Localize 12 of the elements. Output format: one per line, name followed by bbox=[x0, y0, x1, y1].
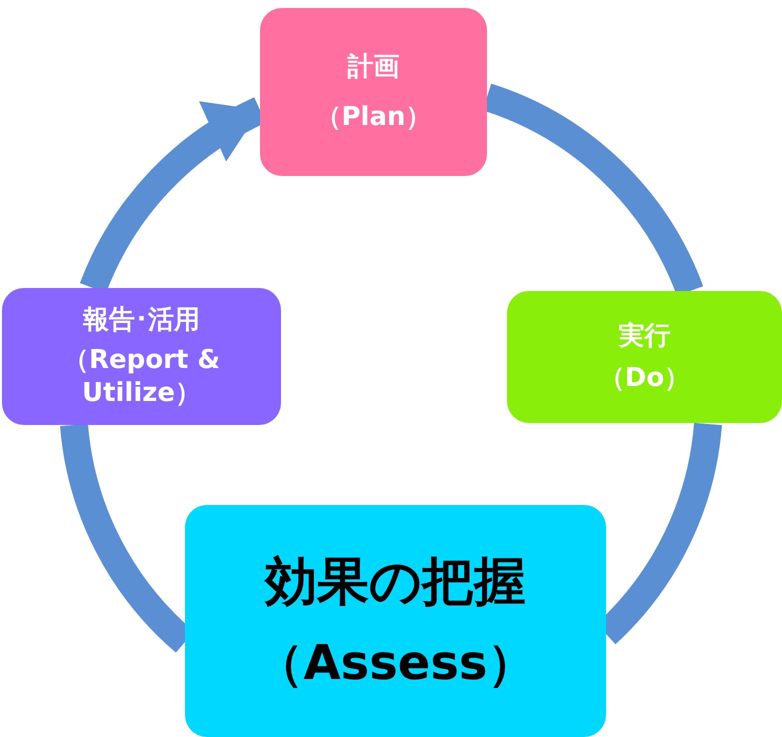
process-box bbox=[2, 288, 281, 425]
step-title: 報告･活用 bbox=[82, 304, 201, 336]
step-title: 計画 bbox=[346, 50, 400, 83]
process-box bbox=[260, 8, 487, 176]
process-box bbox=[507, 291, 782, 423]
step-title: 実行 bbox=[618, 320, 672, 352]
step-subtitle: （Plan） bbox=[314, 101, 433, 134]
step-subtitle: （Do） bbox=[598, 362, 692, 394]
step-subtitle: （Assess） bbox=[254, 634, 536, 692]
process-box bbox=[185, 505, 606, 737]
step-title: 効果の把握 bbox=[263, 550, 527, 614]
step-subtitle: （Report & Utilize） bbox=[62, 344, 222, 410]
